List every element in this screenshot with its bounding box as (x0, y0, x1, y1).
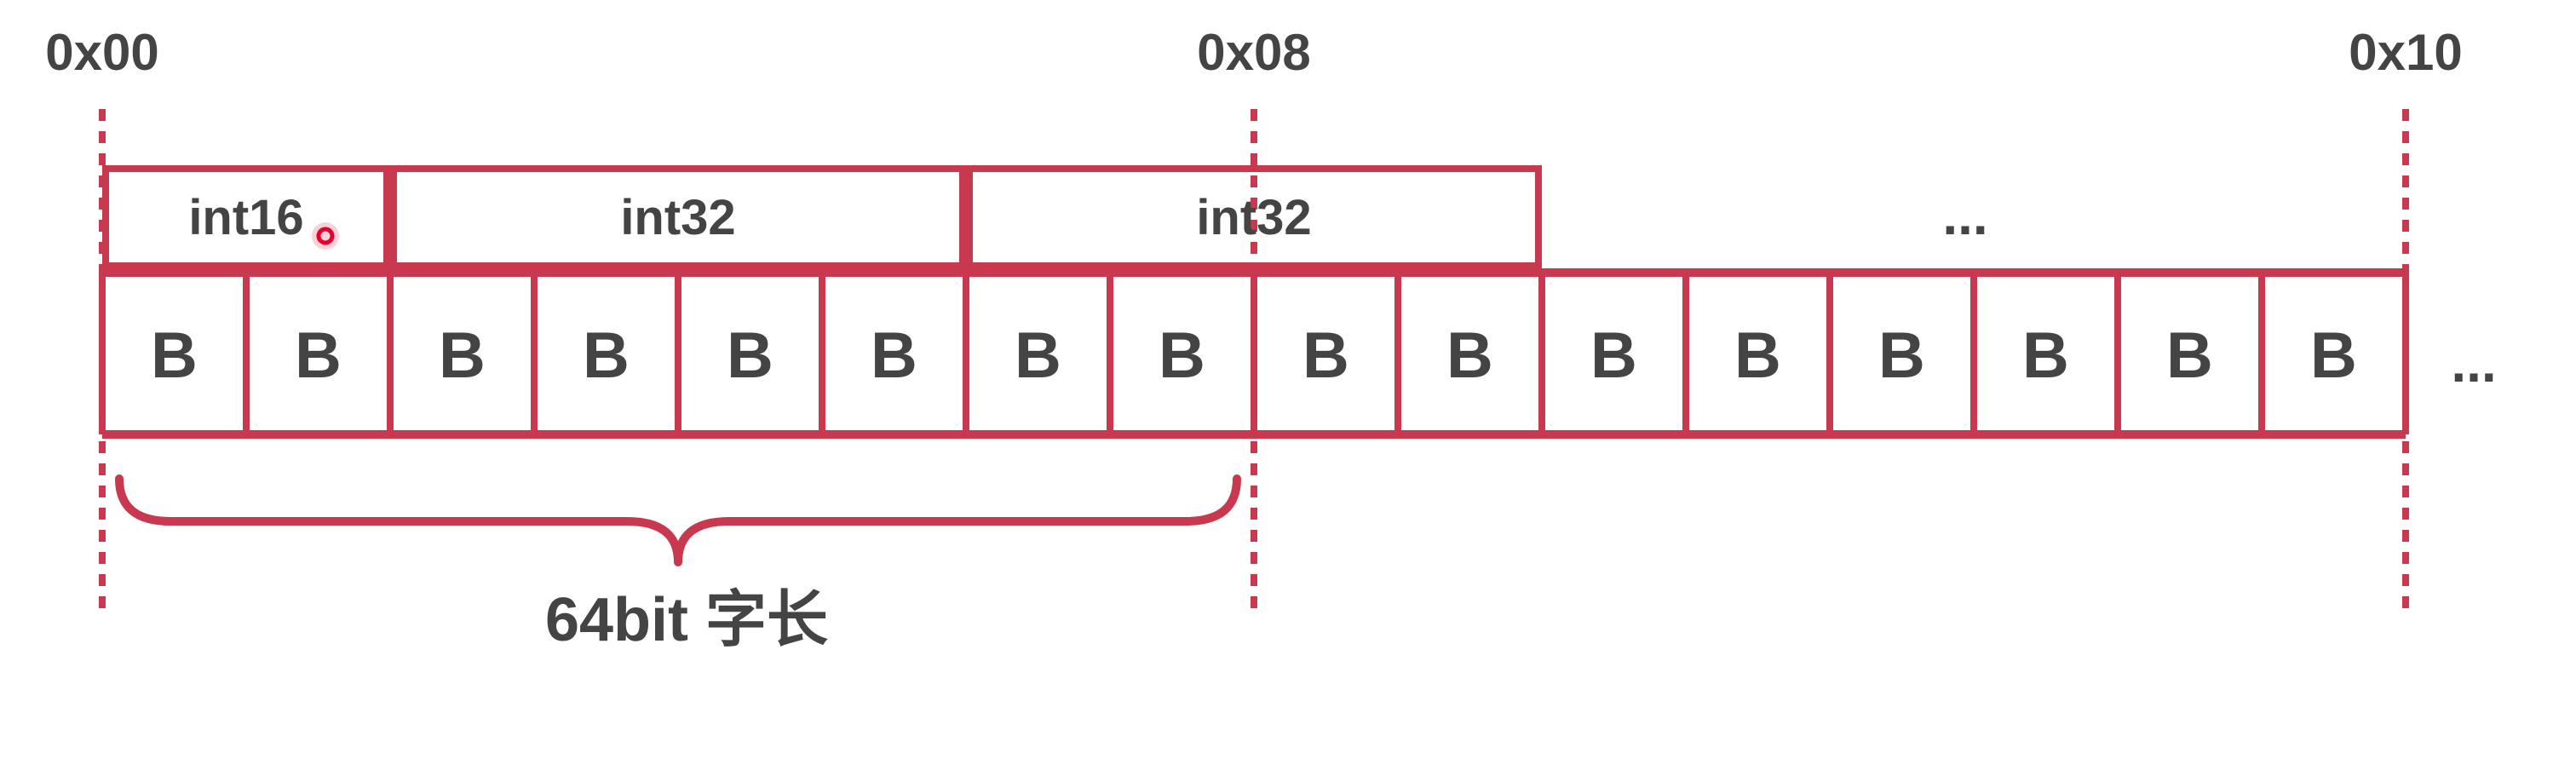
byte-cell-label: B (1446, 319, 1493, 392)
byte-cell-label: B (1302, 319, 1349, 392)
mouse-cursor-icon (312, 222, 339, 250)
type-cell (390, 165, 966, 269)
byte-cell-label: B (295, 319, 342, 392)
byte-cell-label: B (1878, 319, 1925, 392)
byte-cell-label: B (2022, 319, 2069, 392)
type-row-ellipsis: ... (1942, 185, 1987, 246)
address-label-0x08: 0x08 (1197, 24, 1310, 81)
address-label-0x10: 0x10 (2349, 24, 2462, 81)
type-cell (966, 165, 1542, 269)
type-cell-label: int32 (620, 190, 735, 245)
word-brace (115, 474, 1241, 566)
address-label-0x00: 0x00 (45, 24, 158, 81)
byte-cell-label: B (439, 319, 486, 392)
brace-path (115, 474, 1241, 566)
byte-cell-label: B (1159, 319, 1205, 392)
byte-cell-label: B (151, 319, 198, 392)
type-row: int16 int32 int32 (102, 165, 1542, 269)
byte-cell-label: B (871, 319, 917, 392)
byte-row-ellipsis: ... (2451, 332, 2496, 394)
byte-cell-label: B (2310, 319, 2357, 392)
byte-cell-label: B (727, 319, 773, 392)
type-cell-label: int32 (1196, 190, 1311, 245)
word-size-caption: 64bit 字长 (545, 586, 828, 654)
type-cell-label: int16 (188, 190, 303, 245)
byte-cell-label: B (1590, 319, 1637, 392)
byte-cell-label: B (1015, 319, 1061, 392)
byte-cell-label: B (1734, 319, 1781, 392)
byte-cell-label: B (583, 319, 630, 392)
type-cell (102, 165, 390, 269)
byte-cell-label: B (2166, 319, 2213, 392)
